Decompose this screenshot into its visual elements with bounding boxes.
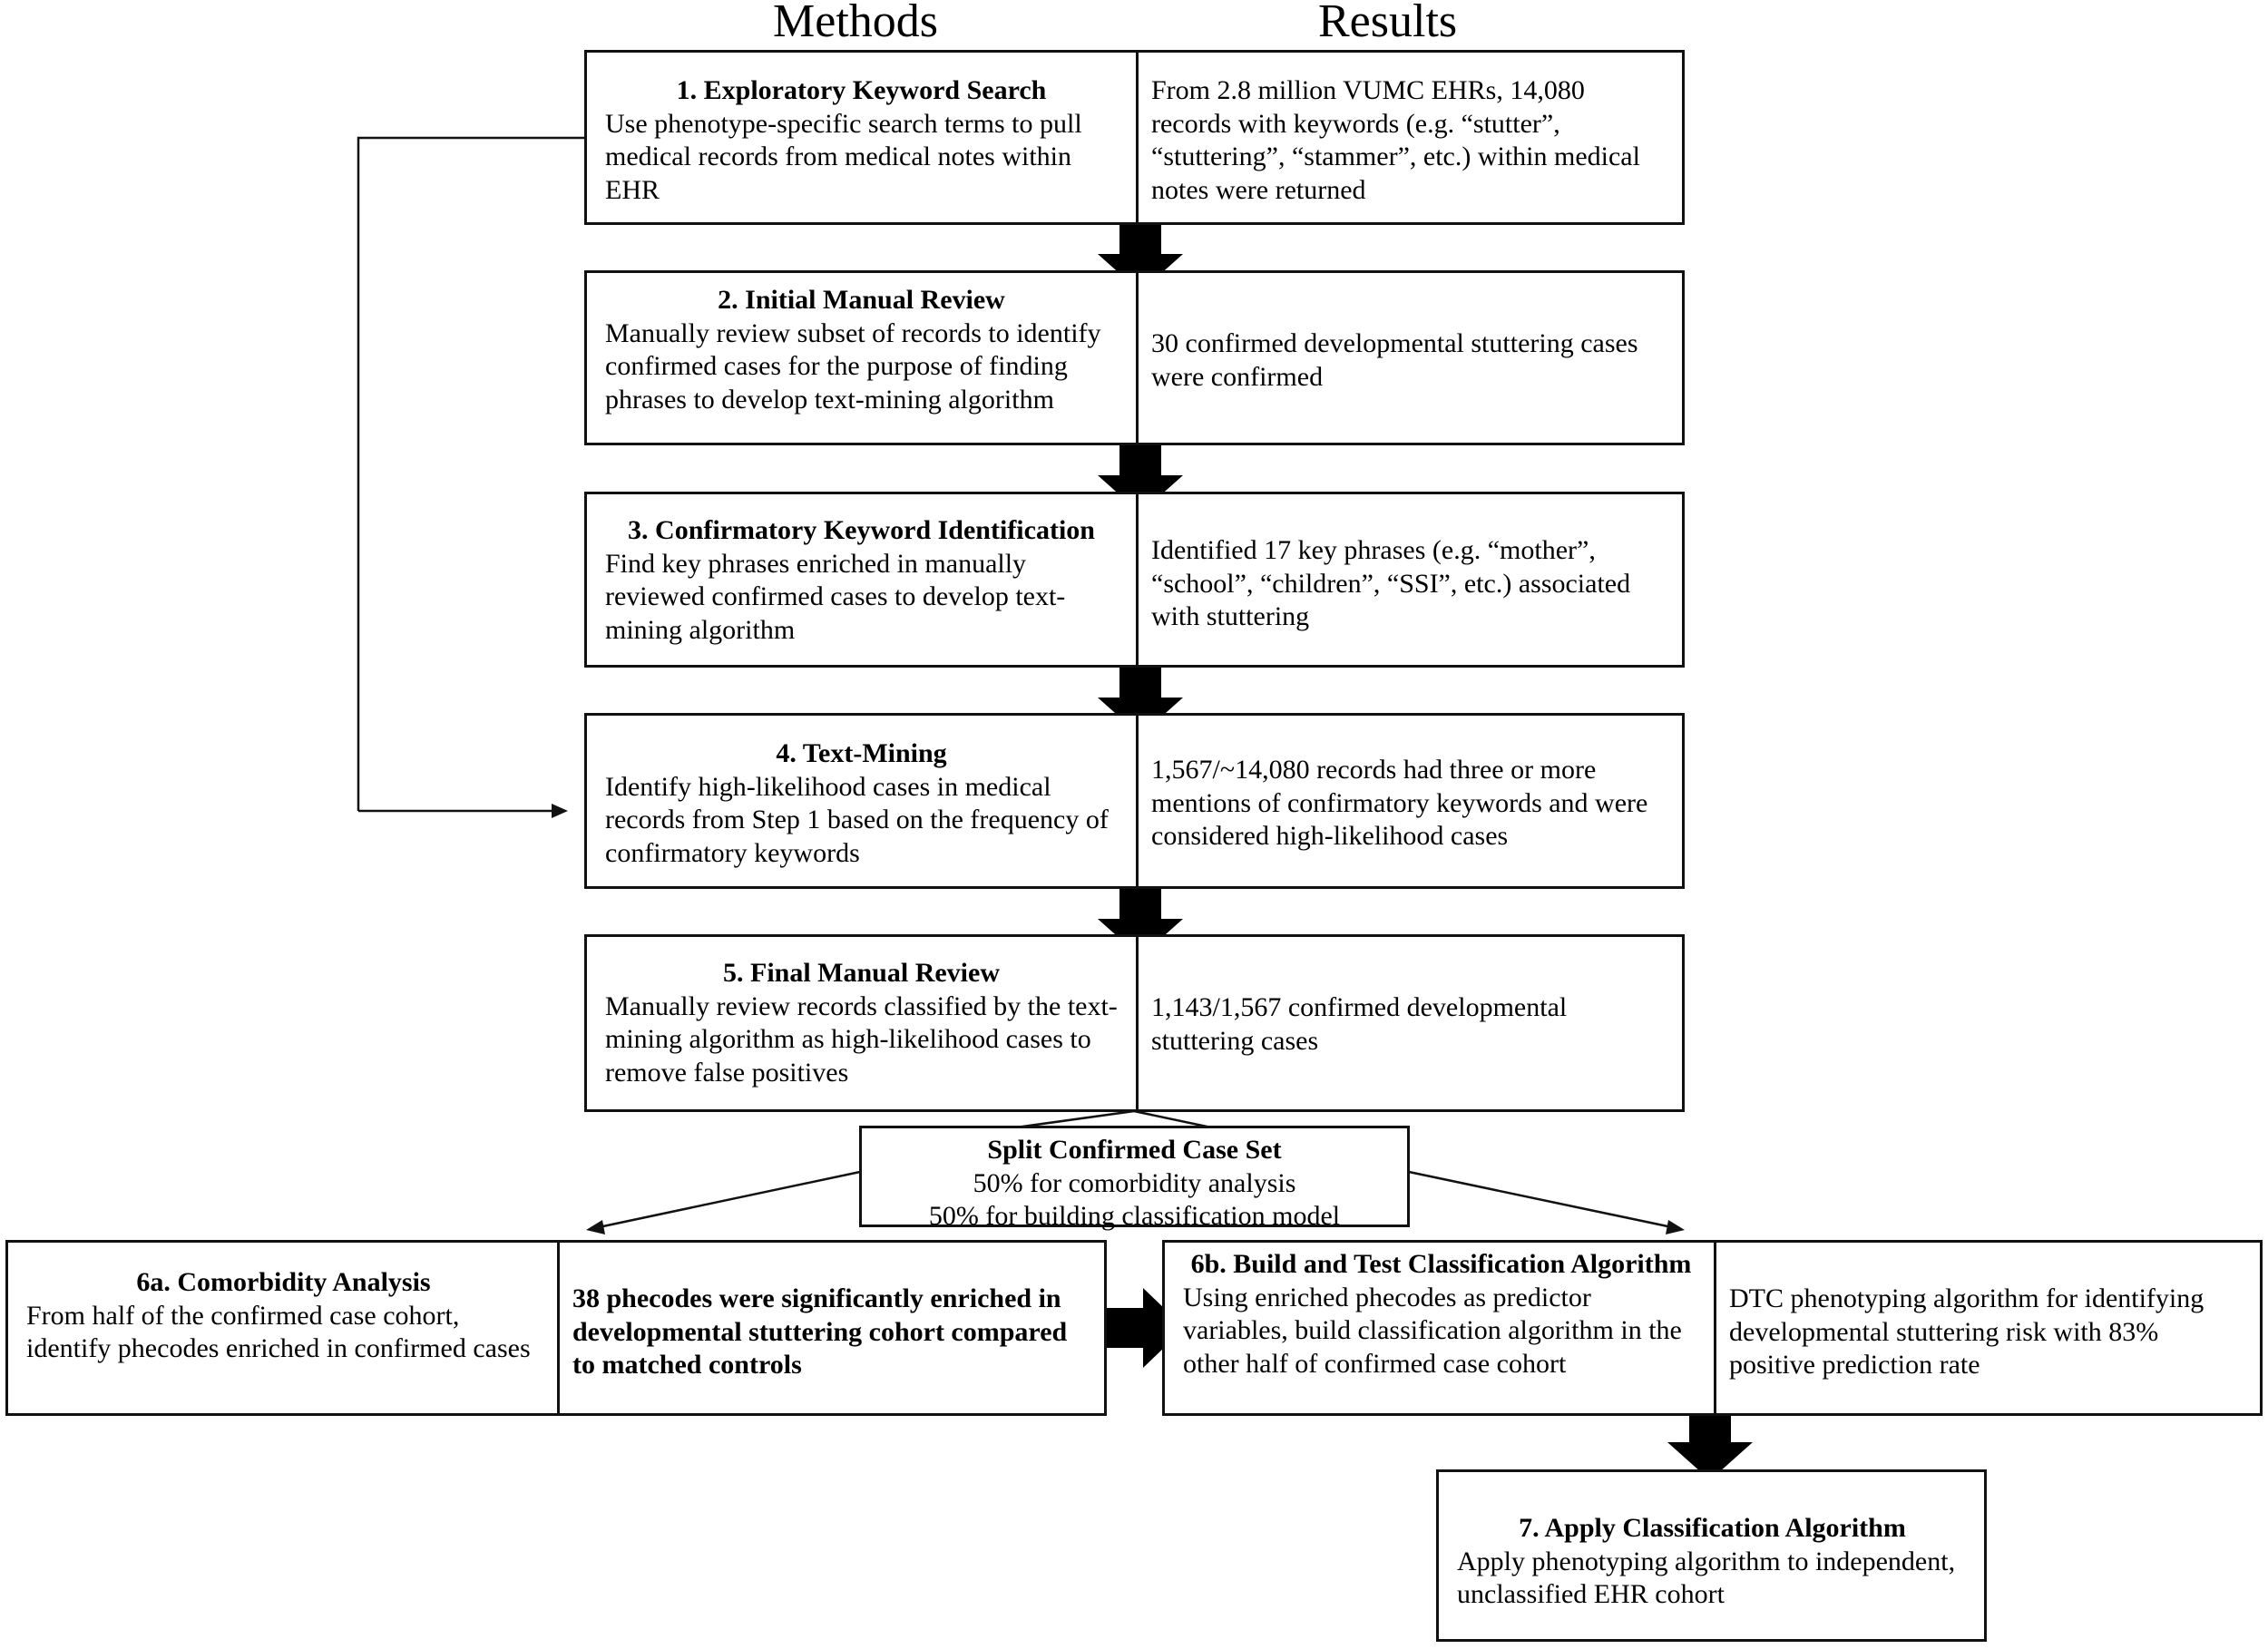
step-6a-title: 6a. Comorbidity Analysis	[136, 1267, 431, 1297]
down-arrow-3-4	[1098, 667, 1183, 736]
step-2-box: 2. Initial Manual Review Manually review…	[584, 270, 1685, 445]
feedback-loop-line	[357, 136, 584, 811]
step-3-result-cell: Identified 17 key phrases (e.g. “mother”…	[1133, 494, 1682, 665]
step-4-result-cell: 1,567/~14,080 records had three or more …	[1133, 716, 1682, 886]
down-arrow-4-5	[1098, 888, 1183, 957]
step-3-result: Identified 17 key phrases (e.g. “mother”…	[1151, 535, 1631, 632]
step-4-method-cell: 4. Text-Mining Identify high-likelihood …	[587, 716, 1139, 886]
step-3-method: Find key phrases enriched in manually re…	[605, 548, 1066, 645]
step-6b-title: 6b. Build and Test Classification Algori…	[1190, 1249, 1692, 1279]
split-box: Split Confirmed Case Set 50% for comorbi…	[859, 1126, 1410, 1231]
step-2-method: Manually review subset of records to ide…	[605, 317, 1101, 415]
step-1-result: From 2.8 million VUMC EHRs, 14,080 recor…	[1151, 75, 1640, 205]
step-6b-box: 6b. Build and Test Classification Algori…	[1162, 1240, 2263, 1416]
step-5-result-cell: 1,143/1,567 confirmed developmental stut…	[1133, 937, 1682, 1109]
down-arrow-1-2	[1098, 224, 1183, 292]
step-1-result-cell: From 2.8 million VUMC EHRs, 14,080 recor…	[1133, 53, 1682, 222]
step-6b-method-cell: 6b. Build and Test Classification Algori…	[1165, 1243, 1716, 1413]
split-arrow-left-head	[586, 1220, 605, 1234]
step-1-box: 1. Exploratory Keyword Search Use phenot…	[584, 50, 1685, 225]
step-1-title: 1. Exploratory Keyword Search	[676, 75, 1047, 105]
split-line-left	[1015, 1109, 1135, 1129]
step-5-title: 5. Final Manual Review	[723, 958, 1000, 988]
step-4-title: 4. Text-Mining	[776, 738, 947, 768]
split-line-right	[1133, 1109, 1212, 1129]
step-6b-method: Using enriched phecodes as predictor var…	[1183, 1282, 1682, 1379]
step-3-title: 3. Confirmatory Keyword Identification	[628, 515, 1095, 545]
step-6b-result-cell: DTC phenotyping algorithm for identifyin…	[1711, 1243, 2260, 1413]
right-arrow-6a-6b	[1107, 1288, 1185, 1368]
split-arrow-right-head	[1666, 1220, 1685, 1234]
step-5-result: 1,143/1,567 confirmed developmental stut…	[1151, 992, 1568, 1056]
step-7-method: Apply phenotyping algorithm to independe…	[1457, 1546, 1956, 1610]
step-5-method: Manually review records classified by th…	[605, 990, 1118, 1088]
step-4-result: 1,567/~14,080 records had three or more …	[1151, 755, 1648, 852]
down-arrow-2-3	[1098, 444, 1183, 513]
step-3-method-cell: 3. Confirmatory Keyword Identification F…	[587, 494, 1139, 665]
results-header: Results	[1318, 0, 1458, 47]
split-line-2: 50% for building classification model	[928, 1201, 1341, 1232]
split-arrow-right-shaft	[1408, 1170, 1673, 1229]
step-1-method: Use phenotype-specific search terms to p…	[605, 108, 1082, 205]
step-2-result-cell: 30 confirmed developmental stuttering ca…	[1133, 273, 1682, 443]
feedback-loop-arrowhead	[552, 804, 568, 818]
step-4-box: 4. Text-Mining Identify high-likelihood …	[584, 713, 1685, 889]
down-arrow-6b-7	[1667, 1413, 1753, 1480]
step-6a-box: 6a. Comorbidity Analysis From half of th…	[5, 1240, 1107, 1416]
step-2-title: 2. Initial Manual Review	[718, 285, 1005, 315]
step-1-method-cell: 1. Exploratory Keyword Search Use phenot…	[587, 53, 1139, 222]
step-6a-method-cell: 6a. Comorbidity Analysis From half of th…	[8, 1243, 560, 1413]
split-line-1: 50% for comorbidity analysis	[973, 1167, 1296, 1198]
step-2-result: 30 confirmed developmental stuttering ca…	[1151, 328, 1638, 392]
split-title: Split Confirmed Case Set	[987, 1135, 1282, 1165]
step-4-method: Identify high-likelihood cases in medica…	[605, 771, 1109, 868]
step-6a-method: From half of the confirmed case cohort, …	[26, 1300, 531, 1364]
step-7-box: 7. Apply Classification Algorithm Apply …	[1436, 1469, 1987, 1642]
step-6a-result: 38 phecodes were significantly enriched …	[572, 1283, 1068, 1381]
step-5-method-cell: 5. Final Manual Review Manually review r…	[587, 937, 1139, 1109]
step-6b-result: DTC phenotyping algorithm for identifyin…	[1729, 1283, 2204, 1381]
step-2-method-cell: 2. Initial Manual Review Manually review…	[587, 273, 1139, 443]
step-3-box: 3. Confirmatory Keyword Identification F…	[584, 492, 1685, 668]
step-5-box: 5. Final Manual Review Manually review r…	[584, 934, 1685, 1112]
methods-header: Methods	[773, 0, 938, 47]
split-arrow-left-shaft	[598, 1170, 861, 1229]
step-6a-result-cell: 38 phecodes were significantly enriched …	[554, 1243, 1104, 1413]
step-7-title: 7. Apply Classification Algorithm	[1519, 1513, 1906, 1543]
